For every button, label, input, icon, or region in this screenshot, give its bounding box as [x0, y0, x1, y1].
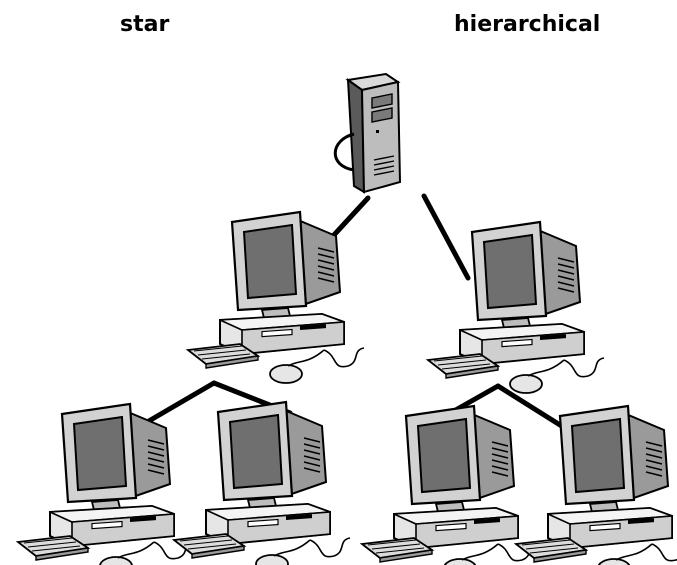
- desktop-computer-icon: [16, 402, 196, 565]
- label-star: star: [120, 12, 170, 37]
- desktop-computer-icon: [186, 210, 366, 385]
- desktop-computer-icon: [172, 400, 352, 565]
- link-server-pc-right: [421, 193, 471, 281]
- tower-server-icon: [333, 72, 402, 194]
- desktop-computer-icon: [514, 404, 677, 565]
- link-pcleft-child1: [139, 380, 217, 428]
- desktop-computer-icon: [360, 404, 540, 565]
- label-hierarchical: hierarchical: [454, 12, 601, 37]
- link-pcright-child2: [495, 383, 571, 433]
